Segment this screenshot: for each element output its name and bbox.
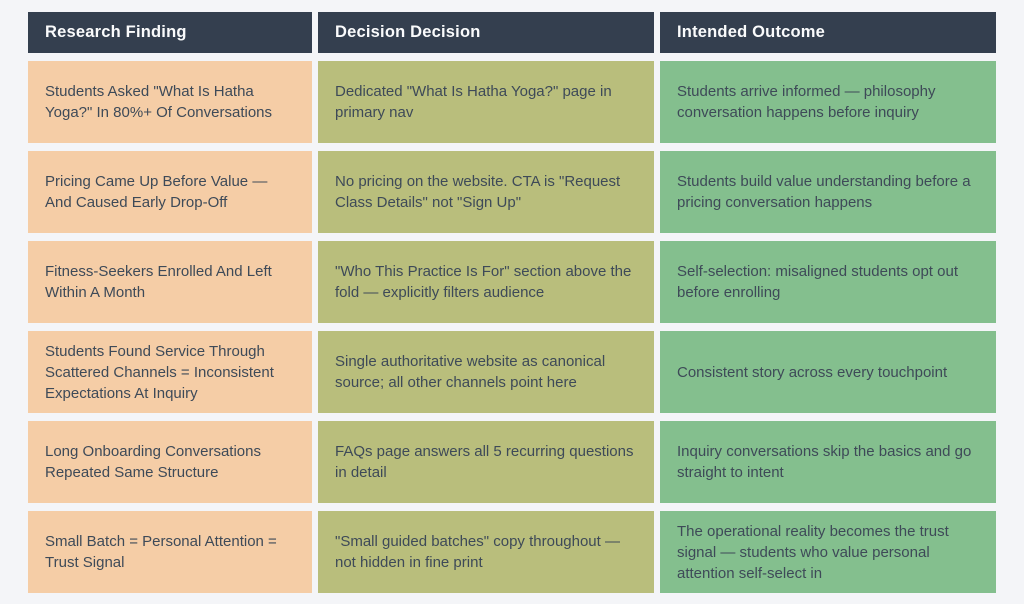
outcome-cell: The operational reality becomes the trus…: [660, 511, 996, 593]
outcome-cell: Consistent story across every touchpoint: [660, 331, 996, 413]
decision-cell: No pricing on the website. CTA is "Reque…: [318, 151, 654, 233]
finding-cell: Long Onboarding Conversations Repeated S…: [28, 421, 312, 503]
column-header-decision-decision: Decision Decision: [318, 12, 654, 53]
decision-cell: Dedicated "What Is Hatha Yoga?" page in …: [318, 61, 654, 143]
outcome-cell: Inquiry conversations skip the basics an…: [660, 421, 996, 503]
decision-cell: FAQs page answers all 5 recurring questi…: [318, 421, 654, 503]
decision-cell: Single authoritative website as canonica…: [318, 331, 654, 413]
finding-cell: Students Found Service Through Scattered…: [28, 331, 312, 413]
decision-cell: "Small guided batches" copy throughout —…: [318, 511, 654, 593]
outcome-cell: Students arrive informed — philosophy co…: [660, 61, 996, 143]
finding-cell: Students Asked "What Is Hatha Yoga?" In …: [28, 61, 312, 143]
outcome-cell: Self-selection: misaligned students opt …: [660, 241, 996, 323]
finding-cell: Fitness-Seekers Enrolled And Left Within…: [28, 241, 312, 323]
finding-cell: Pricing Came Up Before Value — And Cause…: [28, 151, 312, 233]
outcome-cell: Students build value understanding befor…: [660, 151, 996, 233]
decision-cell: "Who This Practice Is For" section above…: [318, 241, 654, 323]
column-header-research-finding: Research Finding: [28, 12, 312, 53]
decision-matrix-table: Research Finding Decision Decision Inten…: [28, 12, 996, 593]
finding-cell: Small Batch = Personal Attention = Trust…: [28, 511, 312, 593]
column-header-intended-outcome: Intended Outcome: [660, 12, 996, 53]
